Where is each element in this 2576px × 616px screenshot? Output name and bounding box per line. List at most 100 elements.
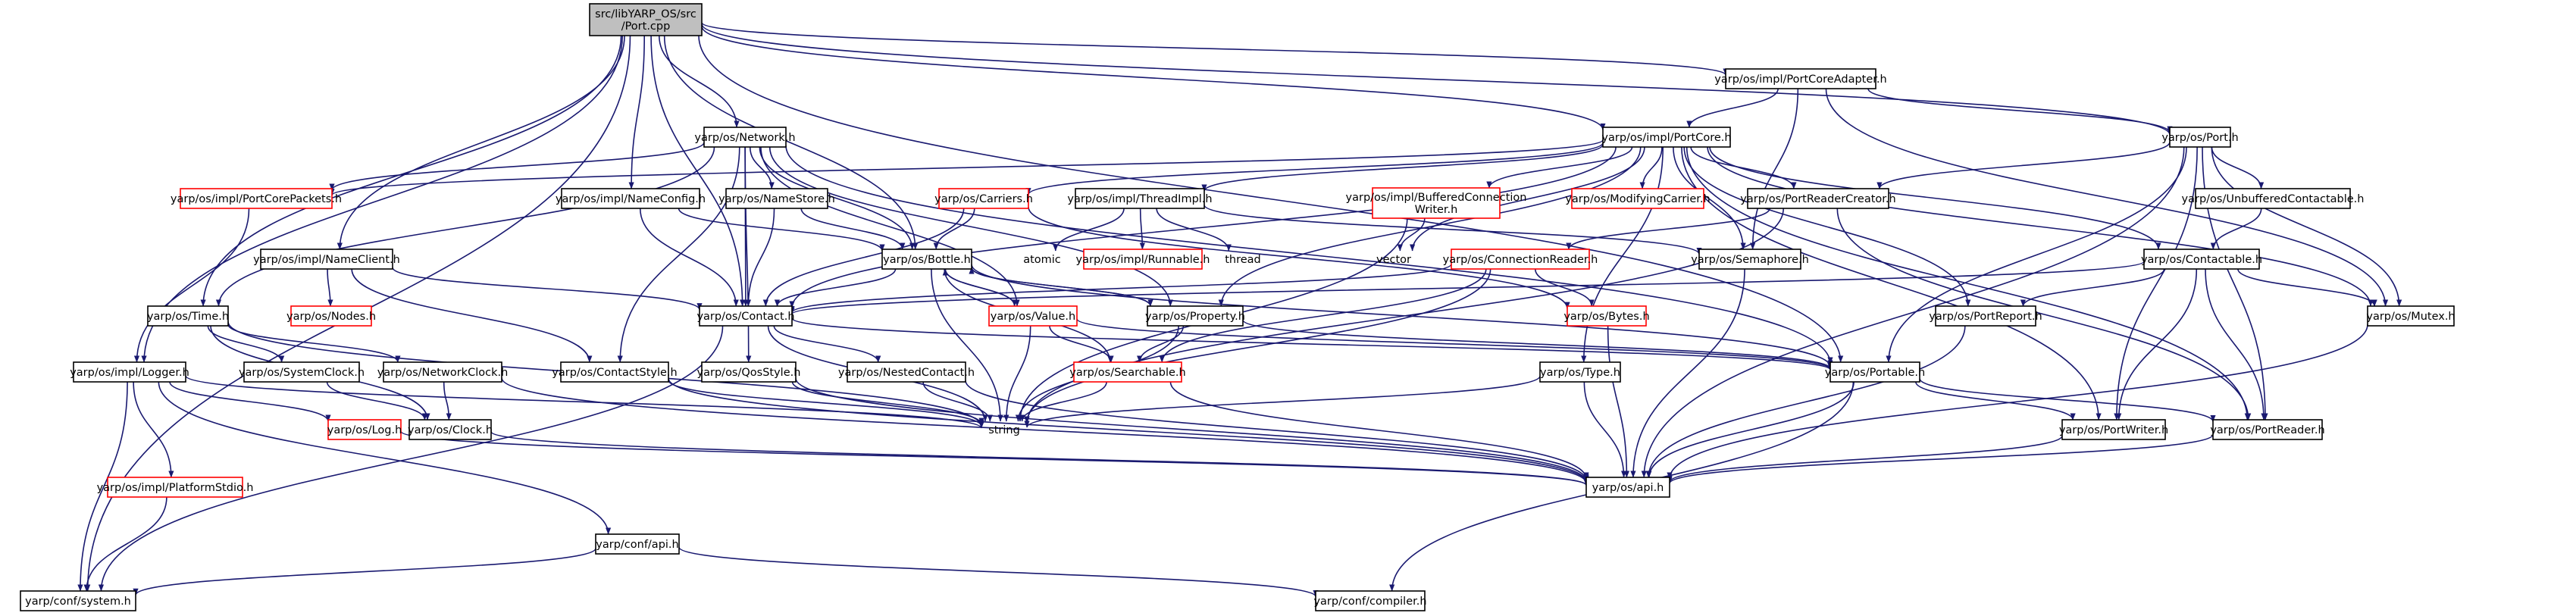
node-network[interactable]: yarp/os/Network.h [694, 127, 796, 148]
edge-portcore-to-portwriter [1681, 146, 2102, 421]
node-type[interactable]: yarp/os/Type.h [1539, 361, 1621, 383]
node-bottle[interactable]: yarp/os/Bottle.h [881, 249, 972, 270]
node-portcore[interactable]: yarp/os/impl/PortCore.h [1601, 127, 1732, 148]
node-mutex[interactable]: yarp/os/Mutex.h [2366, 305, 2455, 327]
node-confapi[interactable]: yarp/conf/api.h [595, 533, 680, 555]
edge-portcore-to-mutex [1707, 146, 2374, 307]
node-logger[interactable]: yarp/os/impl/Logger.h [70, 361, 189, 383]
edge-connectionreader-to-searchable [1159, 268, 1487, 363]
node-portreadercreator[interactable]: yarp/os/PortReaderCreator.h [1740, 188, 1896, 209]
node-label-portcorepackets-0: yarp/os/impl/PortCorePackets.h [171, 193, 342, 205]
node-searchable[interactable]: yarp/os/Searchable.h [1069, 361, 1186, 383]
node-label-atomic-0: atomic [1023, 254, 1061, 266]
edge-portcoreadapter-to-portcore [1686, 88, 1779, 128]
node-portable[interactable]: yarp/os/Portable.h [1825, 361, 1925, 383]
edge-portcore-to-bufferedconn [1486, 146, 1633, 189]
node-log[interactable]: yarp/os/Log.h [327, 419, 402, 440]
edge-contactstyle-to-string [668, 380, 984, 427]
node-threadimpl[interactable]: yarp/os/impl/ThreadImpl.h [1067, 188, 1213, 209]
edge-logger-to-confapi [158, 381, 612, 535]
node-box-system [20, 590, 136, 611]
node-compiler[interactable]: yarp/conf/compiler.h [1313, 590, 1427, 611]
node-box-logger [73, 361, 186, 383]
node-box-portreport [1935, 305, 2036, 327]
node-networkclock[interactable]: yarp/os/NetworkClock.h [377, 361, 509, 383]
edge-connectionreader-to-string [1024, 268, 1491, 424]
node-property[interactable]: yarp/os/Property.h [1145, 305, 1245, 327]
node-portreader[interactable]: yarp/os/PortReader.h [2210, 419, 2325, 440]
node-modifyingcarrier[interactable]: yarp/os/ModifyingCarrier.h [1565, 188, 1711, 209]
edge-portcore-to-vector [1410, 146, 1645, 252]
node-box-property [1147, 305, 1244, 327]
node-box-unbufferedcontactable [2195, 188, 2351, 209]
edge-property-to-bottle [969, 267, 1151, 307]
node-box-nestedcontact [847, 361, 966, 383]
node-label-bottle-0: yarp/os/Bottle.h [883, 254, 971, 266]
node-label-portreport-0: yarp/os/PortReport.h [1929, 311, 2042, 323]
edge-logger-to-string [185, 375, 984, 429]
edge-portable-to-api [1646, 381, 1855, 478]
node-portcoreadapter[interactable]: yarp/os/impl/PortCoreAdapter.h [1714, 68, 1887, 89]
node-connectionreader[interactable]: yarp/os/ConnectionReader.h [1443, 249, 1598, 270]
node-box-connectionreader [1451, 249, 1590, 270]
node-box-searchable [1073, 361, 1182, 383]
edge-portcore-to-contactable [1709, 146, 2161, 250]
node-clock[interactable]: yarp/os/Clock.h [408, 419, 493, 440]
node-portcorepackets[interactable]: yarp/os/impl/PortCorePackets.h [171, 188, 342, 209]
edge-value-to-searchable [1049, 325, 1114, 363]
node-label-time-0: yarp/os/Time.h [147, 311, 229, 323]
edge-contactable-to-portwriter [2116, 268, 2198, 421]
node-contact[interactable]: yarp/os/Contact.h [696, 305, 795, 327]
edge-root-to-portable [698, 35, 1844, 363]
node-time[interactable]: yarp/os/Time.h [147, 305, 229, 327]
edge-log-to-api [400, 430, 1589, 486]
edge-searchable-to-string [1019, 381, 1107, 422]
node-thread: thread [1225, 254, 1261, 266]
edge-portcore-to-portreader [1686, 146, 2250, 421]
edge-portcore-to-modifyingcarrier [1639, 146, 1663, 189]
node-box-qosstyle [701, 361, 797, 383]
node-carriers[interactable]: yarp/os/Carriers.h [934, 188, 1033, 209]
node-label-vector-0: vector [1376, 254, 1411, 266]
node-label-bufferedconn-0: yarp/os/impl/BufferedConnection [1346, 192, 1527, 204]
node-bytes[interactable]: yarp/os/Bytes.h [1563, 305, 1650, 327]
edge-network-to-namestore [749, 146, 775, 189]
node-nameconfig[interactable]: yarp/os/impl/NameConfig.h [556, 188, 706, 209]
node-label-portwriter-0: yarp/os/PortWriter.h [2059, 424, 2168, 436]
node-system[interactable]: yarp/conf/system.h [20, 590, 136, 611]
node-portwriter[interactable]: yarp/os/PortWriter.h [2059, 419, 2168, 440]
node-semaphore[interactable]: yarp/os/Semaphore.h [1691, 249, 1809, 270]
node-root[interactable]: src/libYARP_OS/src/Port.cpp [589, 3, 703, 36]
node-nameclient[interactable]: yarp/os/impl/NameClient.h [253, 249, 400, 270]
node-label-confapi-0: yarp/conf/api.h [596, 539, 678, 551]
edge-property-to-portable [1242, 319, 1833, 369]
node-nodes[interactable]: yarp/os/Nodes.h [286, 305, 376, 327]
edge-logger-to-log [169, 381, 331, 422]
node-systemclock[interactable]: yarp/os/SystemClock.h [239, 361, 365, 383]
node-label-string-0: string [988, 424, 1020, 436]
edge-network-to-portable [785, 145, 1833, 364]
edge-nestedcontact-to-string [922, 381, 993, 422]
node-box-portwriter [2061, 419, 2166, 440]
node-nestedcontact[interactable]: yarp/os/NestedContact.h [838, 361, 975, 383]
node-value[interactable]: yarp/os/Value.h [988, 305, 1078, 327]
node-label-nameconfig-0: yarp/os/impl/NameConfig.h [556, 193, 706, 205]
edge-connectionreader-to-contact [789, 263, 1452, 314]
node-portreport[interactable]: yarp/os/PortReport.h [1929, 305, 2042, 327]
node-namestore[interactable]: yarp/os/NameStore.h [718, 188, 835, 209]
node-qosstyle[interactable]: yarp/os/QosStyle.h [697, 361, 801, 383]
edge-contactstyle-to-api [668, 377, 1589, 483]
node-contactstyle[interactable]: yarp/os/ContactStyle.h [552, 361, 678, 383]
node-runnable[interactable]: yarp/os/impl/Runnable.h [1076, 249, 1210, 270]
node-label-systemclock-0: yarp/os/SystemClock.h [239, 367, 365, 379]
node-label-root-1: /Port.cpp [621, 20, 671, 33]
edge-root-to-time [200, 35, 622, 307]
edge-portcore-to-portcorepackets [329, 139, 1604, 196]
node-port[interactable]: yarp/os/Port.h [2161, 127, 2239, 148]
node-contactable[interactable]: yarp/os/Contactable.h [2141, 249, 2262, 270]
node-api[interactable]: yarp/os/api.h [1585, 477, 1670, 498]
edge-port-to-portreadercreator [1876, 142, 2171, 189]
node-unbufferedcontactable[interactable]: yarp/os/UnbufferedContactable.h [2182, 188, 2365, 209]
node-platformstdio[interactable]: yarp/os/impl/PlatformStdio.h [97, 477, 254, 498]
